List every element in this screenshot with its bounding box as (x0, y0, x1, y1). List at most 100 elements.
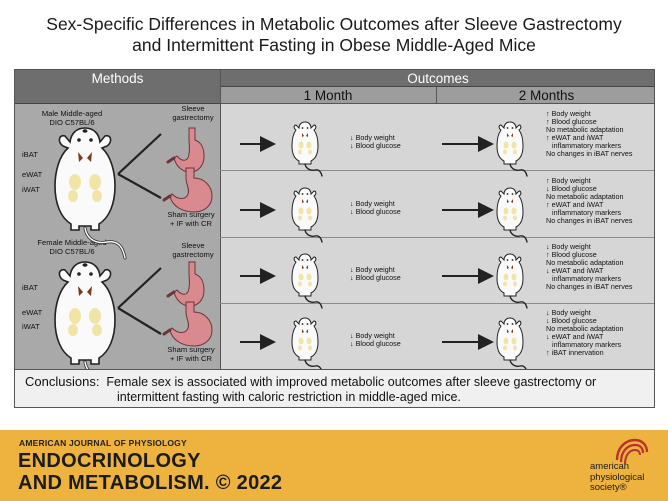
sham-label-2-line2: + IF with CR (170, 353, 212, 363)
row3-m2-line2: ↑ Blood glucose (546, 250, 597, 260)
sham-label-2-line1: Sham surgery (167, 345, 215, 354)
branch-line-male-upper (117, 133, 162, 175)
male-label-line2: DIO C57BL/6 (49, 117, 95, 127)
journal-footer (0, 430, 668, 501)
row4-m2-line2: ↓ Blood glucose (546, 316, 597, 326)
row1-m2-line2: ↑ Blood glucose (546, 117, 597, 127)
mouse-row1-m1 (291, 121, 323, 177)
abstract-frame: Methods Outcomes 1 Month 2 Months Male M… (14, 69, 655, 408)
row4-m2-line1: ↓ Body weight (546, 308, 591, 317)
sleeve-label-1-line1: Sleeve (181, 104, 205, 113)
row2-m2-line3: No metabolic adaptation (546, 192, 624, 202)
methods-illustrations (53, 126, 214, 394)
row3-m1-line1: ↓ Body weight (350, 265, 395, 274)
row4-m1-line1: ↓ Body weight (350, 331, 395, 340)
row3-month2-outcomes: ↓ Body weight ↑ Blood glucose No metabol… (546, 242, 633, 292)
row1-m2-line5: inflammatory markers (552, 141, 622, 151)
mouse-row1-m2 (496, 121, 528, 177)
aps-line3: society® (590, 482, 627, 493)
journal-year: © 2022 (215, 472, 283, 494)
methods-header: Methods (15, 70, 220, 104)
outcomes-illustrations (240, 121, 528, 373)
aps-line1: american (590, 461, 630, 472)
row-separator-3 (220, 303, 654, 304)
female-ibat-label: iBAT (22, 283, 38, 292)
female-group-label: Female Middle-aged DIO C57BL/6 (25, 238, 119, 256)
journal-name-line1: ENDOCRINOLOGY (18, 450, 201, 472)
mouse-row3-m2 (496, 253, 528, 309)
male-group-label: Male Middle-aged DIO C57BL/6 (27, 109, 117, 127)
row4-m2-line4: ↓ eWAT and iWAT (546, 332, 604, 342)
column-divider (220, 70, 221, 369)
row-separator-1 (220, 170, 654, 171)
month1-header-text: 1 Month (303, 88, 353, 103)
row2-m2-line4: ↑ eWAT and iWAT (546, 200, 604, 210)
row4-m2-line3: No metabolic adaptation (546, 324, 624, 334)
row3-m2-line6: No changes in iBAT nerves (546, 282, 633, 292)
row3-m2-line1: ↓ Body weight (546, 242, 591, 251)
male-ibat-label: iBAT (22, 150, 38, 159)
row3-m2-line5: inflammatory markers (552, 274, 622, 284)
row2-m2-line6: No changes in iBAT nerves (546, 216, 633, 226)
title-line-2: and Intermittent Fasting in Obese Middle… (132, 35, 536, 55)
row1-m1-line2: ↓ Blood glucose (350, 141, 401, 151)
graphic-title: Sex-Specific Differences in Metabolic Ou… (0, 14, 668, 56)
stomach-icon-1 (162, 166, 214, 214)
row1-month2-outcomes: ↑ Body weight ↑ Blood glucose No metabol… (546, 109, 633, 159)
female-label-line1: Female Middle-aged (37, 238, 107, 247)
row2-m1-line1: ↓ Body weight (350, 199, 395, 208)
mouse-row3-m1 (291, 253, 323, 309)
journal-name-line2-text: AND METABOLISM. (18, 472, 210, 494)
branch-line-female-upper (117, 267, 162, 309)
methods-column (15, 70, 220, 369)
sham-label-1: Sham surgery + IF with CR (161, 210, 221, 228)
aps-logo-icon (615, 438, 649, 465)
male-iwat-label: iWAT (22, 185, 40, 194)
sham-label-1-line2: + IF with CR (170, 218, 212, 228)
row4-month1-outcomes: ↓ Body weight ↓ Blood glucose (350, 331, 401, 348)
methods-header-text: Methods (91, 71, 144, 86)
sleeve-stomach-icon-2 (166, 260, 206, 308)
female-ewat-label: eWAT (22, 308, 43, 317)
aps-line2: physiological (590, 471, 645, 483)
row2-m2-line2: ↓ Blood glucose (546, 184, 597, 194)
row-separator-2 (220, 237, 654, 238)
journal-name-line2: AND METABOLISM. © 2022 (18, 472, 282, 495)
conclusion-text-2: intermittent fasting with caloric restri… (117, 390, 461, 404)
outcomes-column (220, 70, 654, 369)
sleeve-label-2-line2: gastrectomy (172, 249, 214, 259)
conclusion-label: Conclusions: (25, 374, 100, 389)
row4-m2-line6: ↑ iBAT innervation (546, 348, 604, 358)
mouse-row2-m2 (496, 187, 528, 243)
row1-m2-line4: ↑ eWAT and iWAT (546, 133, 604, 143)
conclusion-text-1: Female sex is associated with improved m… (106, 375, 597, 389)
sleeve-label-1-line2: gastrectomy (172, 112, 214, 122)
journal-subtitle: AMERICAN JOURNAL OF PHYSIOLOGY (19, 438, 187, 448)
row2-month2-outcomes: ↑ Body weight ↓ Blood glucose No metabol… (546, 176, 633, 226)
male-ewat-label: eWAT (22, 170, 43, 179)
row4-month2-outcomes: ↓ Body weight ↓ Blood glucose No metabol… (546, 308, 624, 358)
sleeve-stomach-icon-1 (166, 126, 206, 174)
row1-m2-line6: No changes in iBAT nerves (546, 149, 633, 159)
aps-wordmark: american physiological society® (590, 461, 645, 494)
sham-label-2: Sham surgery + IF with CR (161, 345, 221, 363)
male-mouse-icon (53, 126, 127, 260)
row2-m2-line5: inflammatory markers (552, 208, 622, 218)
month1-header: 1 Month (220, 87, 436, 104)
branch-line-male-lower (117, 173, 162, 199)
conclusion-box: Conclusions: Female sex is associated wi… (15, 369, 654, 407)
outcomes-header-text: Outcomes (407, 71, 469, 86)
row4-m2-line5: inflammatory markers (552, 340, 622, 350)
sleeve-label-1: Sleeve gastrectomy (165, 104, 221, 122)
sleeve-label-2: Sleeve gastrectomy (165, 241, 221, 259)
row3-m2-line3: No metabolic adaptation (546, 258, 624, 268)
female-iwat-label: iWAT (22, 322, 40, 331)
row3-month1-outcomes: ↓ Body weight ↓ Blood glucose (350, 265, 401, 282)
row2-m2-line1: ↑ Body weight (546, 176, 591, 185)
row1-month1-outcomes: ↓ Body weight ↓ Blood glucose (350, 133, 401, 151)
mouse-row4-m1 (291, 317, 323, 373)
branch-line-female-lower (117, 307, 162, 335)
sham-label-1-line1: Sham surgery (167, 210, 215, 219)
row1-m2-line3: No metabolic adaptation (546, 125, 624, 135)
row1-m1-line1: ↓ Body weight (350, 133, 395, 142)
